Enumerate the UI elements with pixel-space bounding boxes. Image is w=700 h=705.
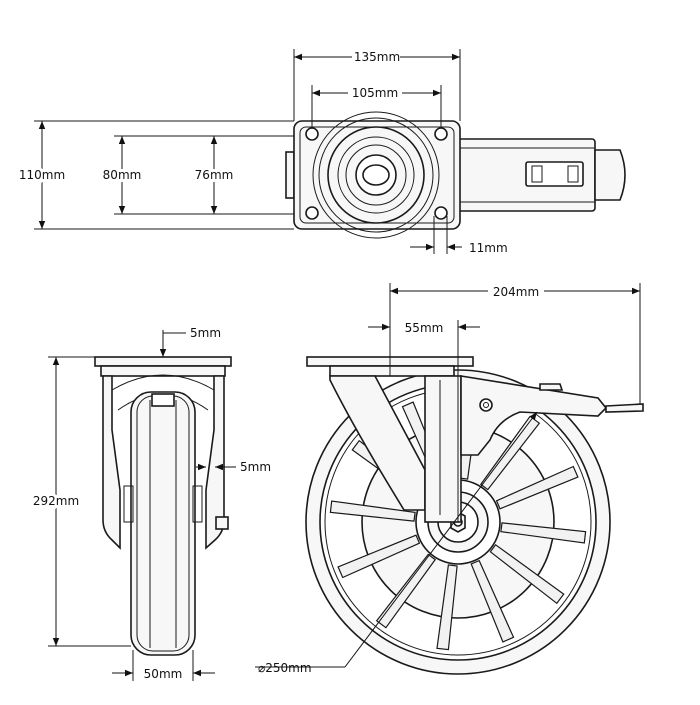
brake-pedal [605, 403, 644, 413]
wheel-spoke [470, 559, 515, 643]
top-view: 135mm 105mm 110mm 80mm 76mm 11mm [16, 48, 626, 255]
dim-wheel-width: 50mm [144, 667, 183, 681]
side-fork-plate [424, 375, 462, 523]
dim-overall-length: 204mm [493, 285, 539, 299]
wheel-spoke [479, 415, 541, 491]
brake-arm [460, 375, 608, 456]
front-wheel [130, 391, 196, 656]
wheel-spoke [489, 543, 565, 605]
dim-hole-diameter: 11mm [469, 241, 508, 255]
dim-hole-spacing-x: 105mm [352, 86, 398, 100]
dim-plate-thickness: 5mm [190, 326, 221, 340]
front-view: 5mm 5mm 292mm 50mm [30, 326, 271, 681]
mounting-hole [305, 127, 319, 141]
dim-plate-width: 135mm [354, 50, 400, 64]
mounting-hole [434, 206, 448, 220]
axle-nut [215, 516, 229, 530]
brake-lever [525, 161, 584, 187]
wheel-spoke [337, 534, 421, 579]
mounting-hole [305, 206, 319, 220]
dim-total-height: 292mm [33, 494, 79, 508]
brake-pedal-tip [594, 149, 626, 201]
front-top-plate [94, 356, 232, 367]
dim-plate-height: 80mm [103, 168, 142, 182]
dim-wheel-diameter: ⌀250mm [258, 661, 312, 675]
dim-fork-thickness: 5mm [240, 460, 271, 474]
plate-side-tab [285, 151, 295, 199]
fork-leg-left [102, 375, 121, 550]
dim-top-height: 110mm [19, 168, 65, 182]
mounting-hole [434, 127, 448, 141]
wheel-spoke [375, 553, 437, 629]
front-swivel-body [100, 365, 226, 377]
side-view: 204mm 55mm ⌀250mm [255, 283, 644, 675]
wheel-spoke [495, 465, 579, 510]
dim-offset: 55mm [405, 321, 444, 335]
dim-hole-spacing-y: 76mm [195, 168, 234, 182]
wheel-spoke [329, 500, 416, 522]
wheel-spoke [436, 564, 458, 651]
wheel-spoke [500, 522, 587, 544]
side-fork [329, 375, 426, 511]
